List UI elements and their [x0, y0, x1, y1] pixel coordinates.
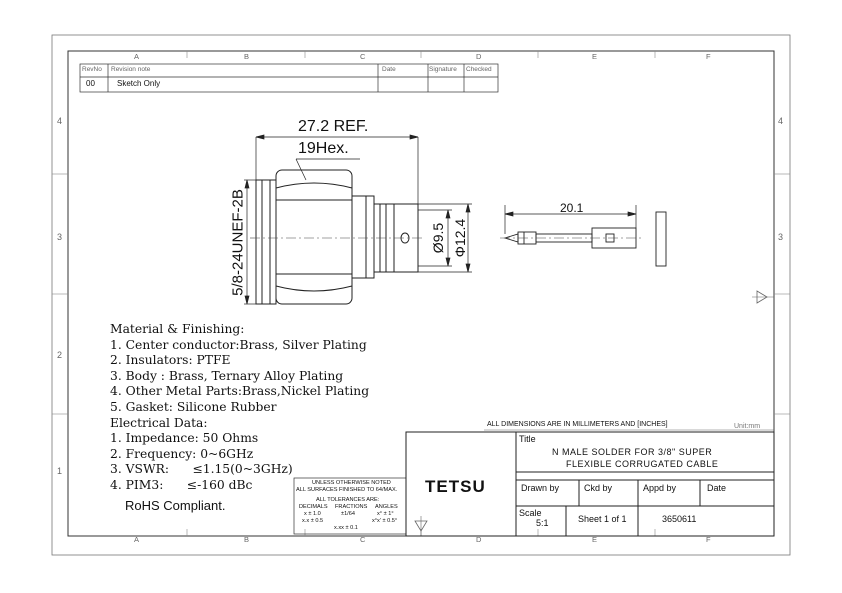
zone-label-left-2: 2 — [57, 350, 63, 360]
rev-header-revno: RevNo — [82, 66, 102, 73]
scale-label: Scale — [519, 508, 542, 518]
zone-label-top-d: D — [476, 52, 482, 61]
dim-outer-diameter: Φ12.4 — [452, 218, 468, 258]
tol-ang1: x° ± 1° — [377, 511, 394, 517]
tol-line1: UNLESS OTHERWISE NOTED — [312, 480, 391, 486]
title-line2: FLEXIBLE CORRUGATED CABLE — [566, 459, 719, 469]
zone-label-left-3: 3 — [57, 232, 63, 242]
electrical-item: 3. VSWR: ≤1.15(0~3GHz) — [110, 462, 293, 477]
dim-pin-length: 20.1 — [560, 201, 584, 215]
tol-line2: ALL SURFACES FINISHED TO 64/MAX. — [296, 487, 398, 493]
tol-fractions: FRACTIONS — [335, 504, 368, 510]
electrical-title: Electrical Data: — [110, 415, 208, 430]
revision-table — [79, 63, 499, 93]
dim-inner-diameter: Ø9.5 — [430, 222, 446, 254]
tol-decimals: DECIMALS — [299, 504, 328, 510]
gasket — [655, 211, 667, 267]
material-item: 3. Body : Brass, Ternary Alloy Plating — [110, 368, 344, 383]
dims-note: ALL DIMENSIONS ARE IN MILLIMETERS AND [I… — [487, 421, 668, 428]
rev-header-date: Date — [382, 66, 396, 73]
electrical-item: 1. Impedance: 50 Ohms — [110, 431, 259, 446]
zone-label-bottom-f: F — [706, 535, 711, 544]
rohs-compliance: RoHS Compliant. — [125, 498, 226, 513]
drawn-by-label: Drawn by — [521, 483, 560, 493]
dimension-lines — [244, 134, 472, 305]
electrical-item: 4. PIM3: ≤-160 dBc — [110, 477, 253, 492]
appd-by-label: Appd by — [643, 483, 677, 493]
tol-dec3: x.xx ± 0.1 — [334, 525, 358, 531]
pin-dimension — [504, 205, 637, 234]
tol-angles: ANGLES — [375, 504, 398, 510]
material-item: 4. Other Metal Parts:Brass,Nickel Platin… — [110, 384, 370, 399]
part-number: 3650611 — [662, 514, 697, 524]
connector-side-view — [255, 169, 419, 305]
zone-label-bottom-e: E — [592, 535, 598, 544]
zone-label-top-c: C — [360, 52, 366, 61]
scale-value: 5:1 — [536, 518, 549, 528]
zone-label-left-1: 1 — [57, 466, 63, 476]
zone-label-top-e: E — [592, 52, 598, 61]
outer-frame — [51, 34, 791, 556]
zone-label-bottom-b: B — [244, 535, 250, 544]
zone-label-left-4: 4 — [57, 116, 63, 126]
material-item: 1. Center conductor:Brass, Silver Platin… — [110, 337, 367, 352]
zone-label-right-3: 3 — [778, 232, 784, 242]
tol-ang2: x°x' ± 0.5° — [372, 518, 398, 524]
dim-thread-spec: 5/8-24UNEF-2B — [229, 189, 247, 296]
title-line1: N MALE SOLDER FOR 3/8" SUPER — [552, 447, 713, 457]
rev-header-checked: Checked — [466, 66, 492, 73]
rev-row-number: 00 — [86, 79, 95, 88]
zone-label-top-f: F — [706, 52, 711, 61]
rev-row-note: Sketch Only — [117, 79, 161, 88]
company-logo: TETSU — [425, 477, 486, 496]
tol-line3: ALL TOLERANCES ARE: — [316, 497, 380, 503]
rev-header-note: Revision note — [111, 66, 151, 73]
title-label: Title — [519, 434, 536, 444]
tol-frac1: ±1/64 — [341, 511, 355, 517]
tol-dec2: x.x ± 0.5 — [302, 518, 324, 524]
dim-hex-size: 19Hex. — [298, 140, 349, 157]
title-block-lines — [405, 431, 775, 537]
specification-notes: Material & Finishing: 1. Center conducto… — [110, 322, 369, 494]
material-item: 5. Gasket: Silicone Rubber — [110, 399, 277, 414]
tol-dec1: x ± 1.0 — [304, 511, 321, 517]
zone-label-bottom-c: C — [360, 535, 366, 544]
ckd-by-label: Ckd by — [584, 483, 613, 493]
zone-label-bottom-a: A — [134, 535, 140, 544]
zone-label-right-4: 4 — [778, 116, 784, 126]
date-label: Date — [707, 483, 727, 493]
zone-label-bottom-d: D — [476, 535, 482, 544]
electrical-item: 2. Frequency: 0~6GHz — [110, 446, 254, 461]
rev-header-signature: Signature — [429, 66, 457, 73]
sheet-count: Sheet 1 of 1 — [578, 514, 627, 524]
material-item: 2. Insulators: PTFE — [110, 353, 231, 368]
material-title: Material & Finishing: — [110, 322, 245, 336]
zone-label-top-a: A — [134, 52, 140, 61]
unit-label: Unit:mm — [734, 423, 761, 430]
dim-length-ref: 27.2 REF. — [298, 118, 369, 135]
zone-label-top-b: B — [244, 52, 250, 61]
